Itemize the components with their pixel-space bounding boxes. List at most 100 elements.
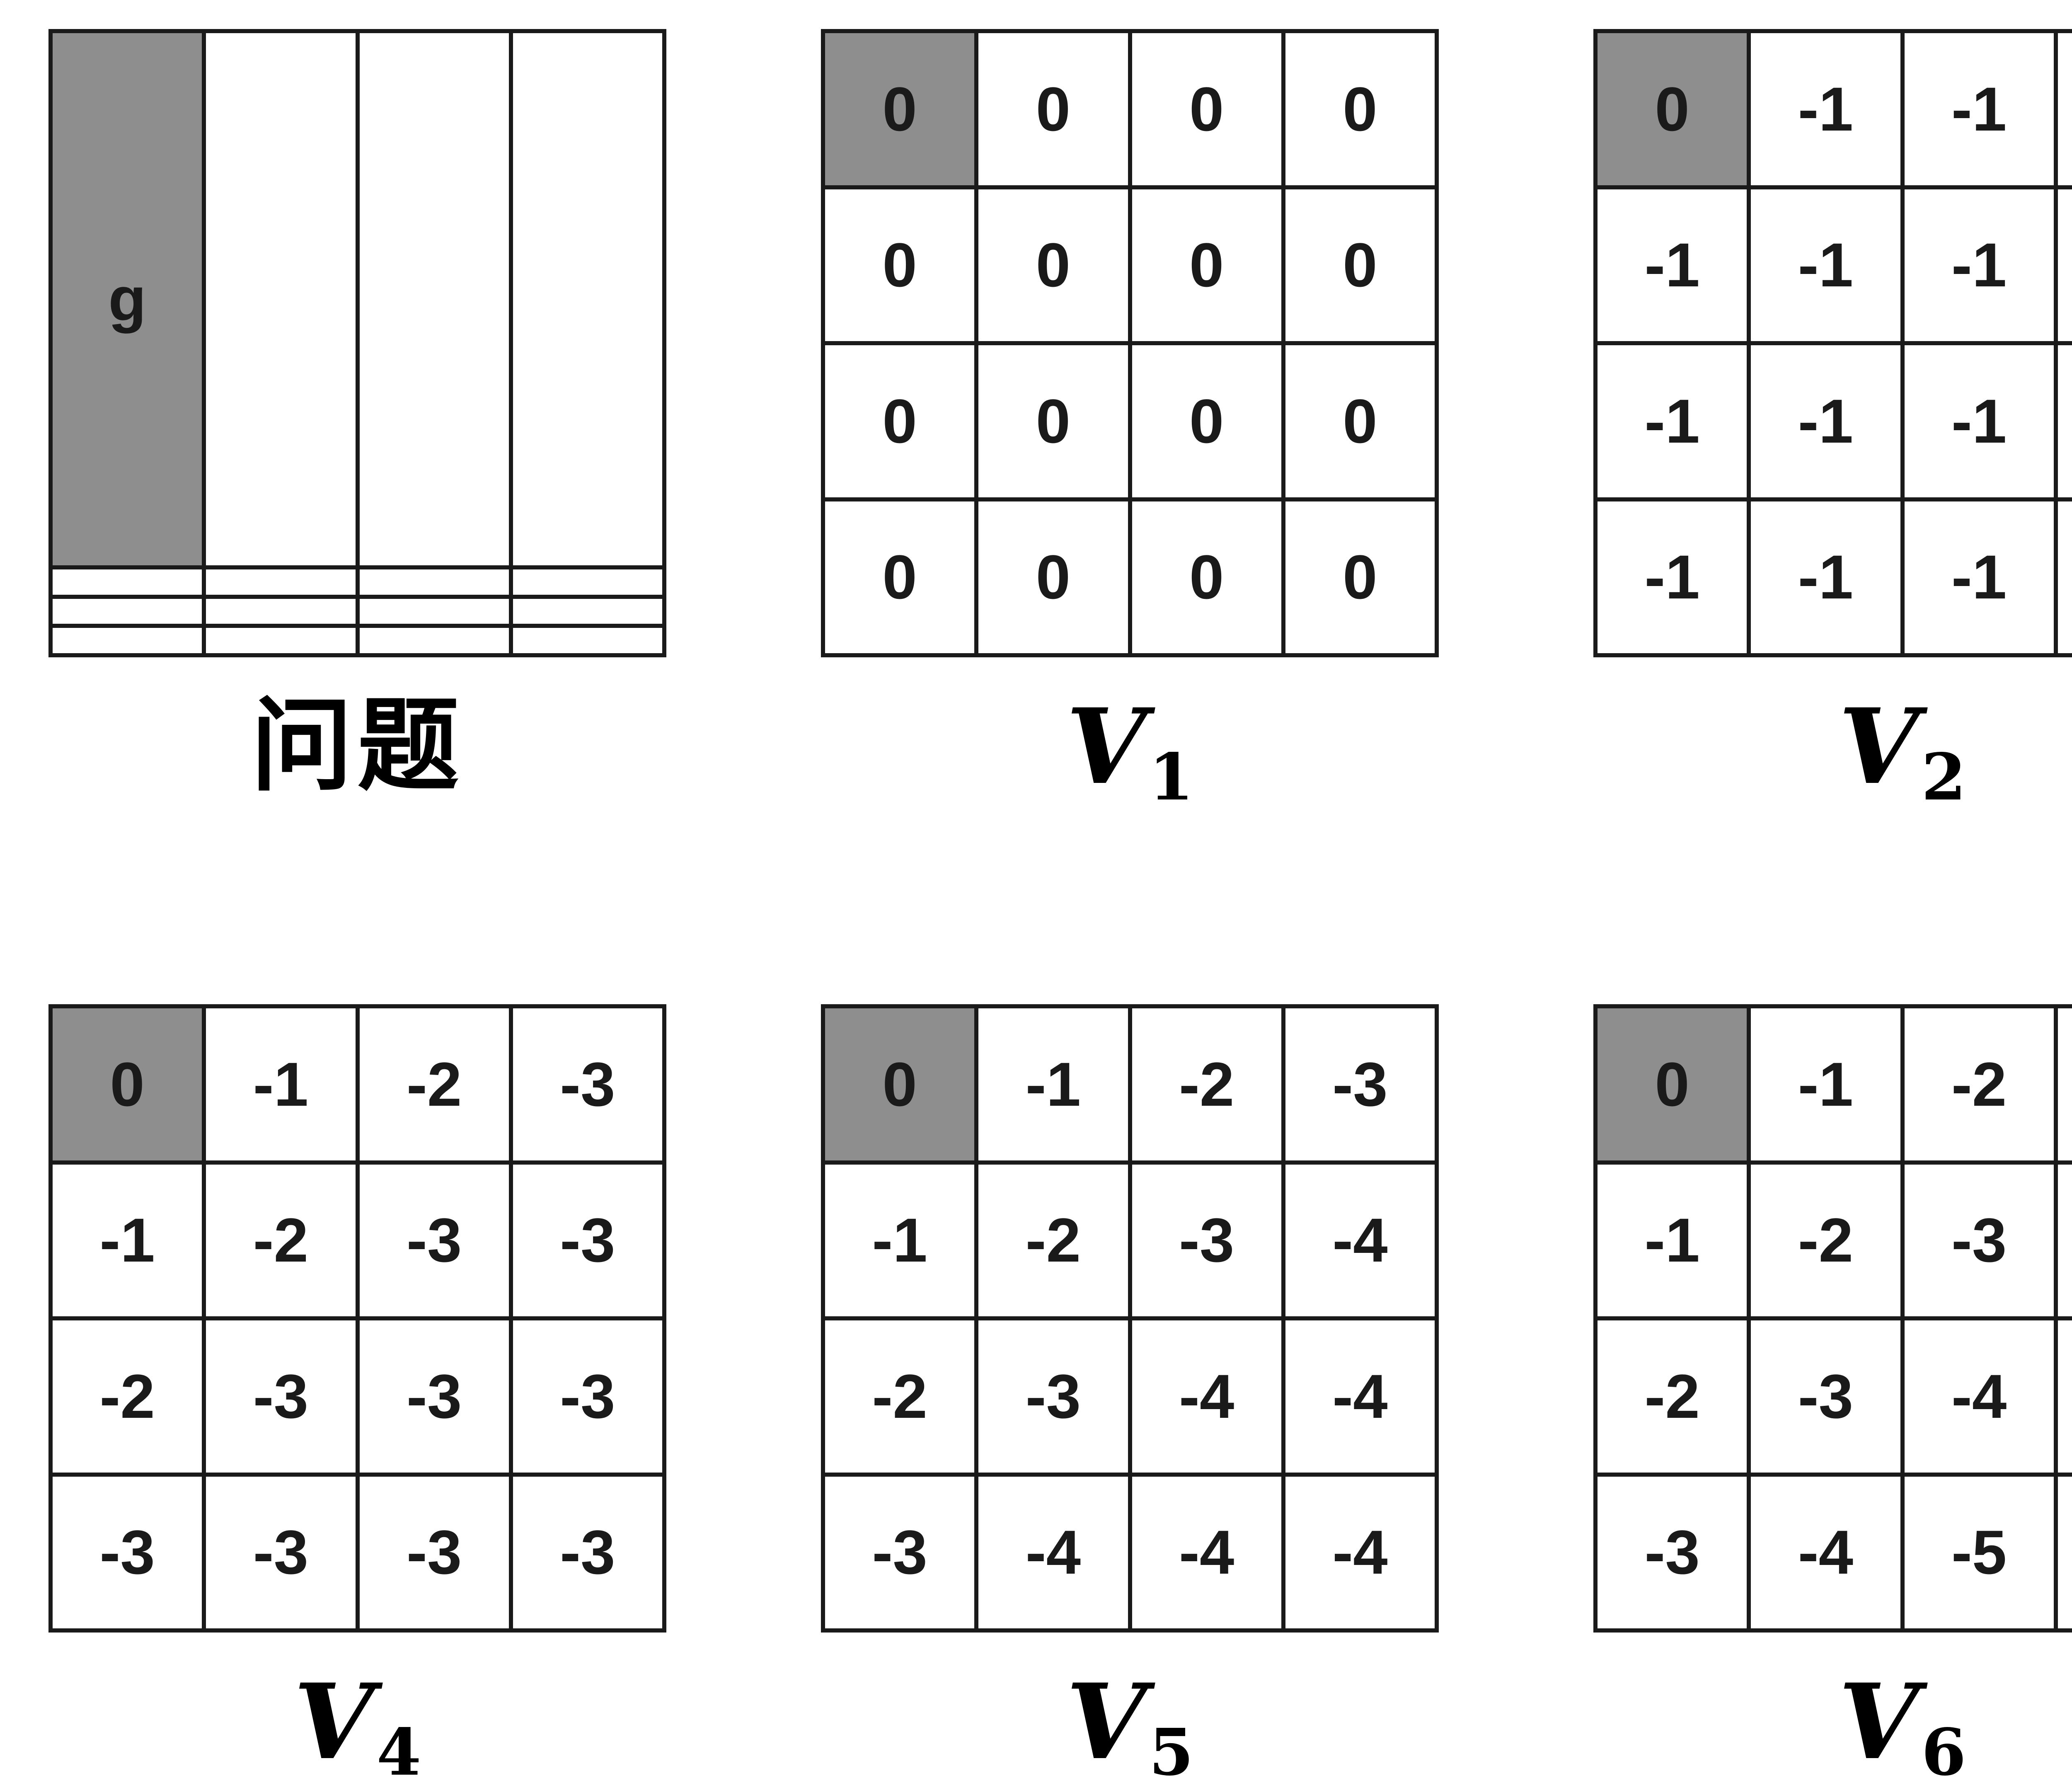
grid-cell: -2: [1900, 1004, 2058, 1165]
grid-cell: -2: [48, 1316, 206, 1477]
grid-cell: -4: [1281, 1472, 1439, 1633]
grid-cell: -1: [1900, 341, 2058, 501]
grid-cell: -1: [1747, 1004, 1905, 1165]
grid-row: -3-4-4-4: [821, 1472, 1439, 1633]
grid-row: -3-3-3-3: [48, 1472, 667, 1633]
grid-cell: -3: [1281, 1004, 1439, 1165]
grid-cell: -1: [1593, 341, 1751, 501]
figure-v2: 0-1-1-1-1-1-1-1-1-1-1-1-1-1-1-1V2: [1593, 29, 2072, 809]
grid-cell: 0: [1128, 29, 1285, 189]
grid-row: [48, 594, 667, 628]
value-grid-v4: 0-1-2-3-1-2-3-3-2-3-3-3-3-3-3-3: [48, 1004, 667, 1633]
grid-row: 0-1-2-3: [821, 1004, 1439, 1165]
figure-label-base: V: [1838, 1661, 1919, 1783]
figure-problem: g 问题: [48, 29, 667, 796]
grid-cell: -3: [974, 1316, 1132, 1477]
grid-cell: 0: [1281, 29, 1439, 189]
grid-row: [48, 565, 667, 599]
grid-cell: -3: [2053, 1004, 2072, 1165]
grid-cell: -1: [974, 1004, 1132, 1165]
grid-row: -1-2-3-4: [821, 1160, 1439, 1320]
grid-cell: [202, 565, 360, 599]
grid-row: -1-1-1-1: [1593, 497, 2072, 657]
value-grid-v6: 0-1-2-3-1-2-3-4-2-3-4-5-3-4-5-5: [1593, 1004, 2072, 1633]
grid-cell: -3: [508, 1472, 667, 1633]
grid-cell: 0: [821, 497, 979, 657]
grid-cell: [202, 624, 360, 657]
grid-row: 0-1-1-1: [1593, 29, 2072, 189]
figure-label-subscript: 6: [1921, 1714, 1966, 1790]
grid-cell: -1: [1747, 497, 1905, 657]
grid-cell: [508, 624, 667, 657]
grid-cell: -3: [508, 1004, 667, 1165]
grid-cell: -1: [202, 1004, 360, 1165]
goal-cell: g: [48, 29, 206, 569]
grid-row: 0-1-2-3: [1593, 1004, 2072, 1165]
figure-label-subscript: 1: [1149, 739, 1194, 815]
grid-cell: -5: [2053, 1316, 2072, 1477]
grid-cell: -1: [2053, 29, 2072, 189]
grid-cell: [48, 565, 206, 599]
figure-label-base: V: [1066, 685, 1147, 807]
value-grid-v2: 0-1-1-1-1-1-1-1-1-1-1-1-1-1-1-1: [1593, 29, 2072, 657]
grid-cell: -5: [2053, 1472, 2072, 1633]
grid-cell: 0: [821, 185, 979, 345]
grid-cell: -1: [1900, 185, 2058, 345]
value-grid-problem: g: [48, 29, 667, 657]
figure-label-subscript: 2: [1921, 739, 1966, 815]
grid-cell: 0: [974, 185, 1132, 345]
grid-cell: -1: [1593, 1160, 1751, 1320]
grid-cell: 0: [821, 341, 979, 501]
grid-cell: -2: [974, 1160, 1132, 1320]
grid-cell: -1: [1747, 185, 1905, 345]
grid-row: -1-1-1-1: [1593, 341, 2072, 501]
grid-cell: -1: [1900, 29, 2058, 189]
grid-cell: -3: [821, 1472, 979, 1633]
grid-cell: -3: [508, 1160, 667, 1320]
grid-cell: [508, 29, 667, 569]
grid-cell: [355, 624, 513, 657]
grid-row: -2-3-4-4: [821, 1316, 1439, 1477]
figure-label-subscript: 5: [1149, 1714, 1194, 1790]
grid-cell: -4: [974, 1472, 1132, 1633]
grid-cell: 0: [1281, 185, 1439, 345]
figure-label-base: V: [293, 1661, 374, 1783]
grid-cell: -1: [1747, 341, 1905, 501]
grid-cell: -3: [1128, 1160, 1285, 1320]
grid-cell: -3: [48, 1472, 206, 1633]
grid-cell: [202, 594, 360, 628]
grid-cell: [355, 565, 513, 599]
figure-label-base: V: [1838, 685, 1919, 807]
figure-label-base: V: [1066, 1661, 1147, 1783]
grid-cell: [508, 565, 667, 599]
grid-cell: -4: [2053, 1160, 2072, 1320]
grid-row: -2-3-4-5: [1593, 1316, 2072, 1477]
grid-cell: 0: [1128, 341, 1285, 501]
grid-cell: [508, 594, 667, 628]
grid-cell: -3: [355, 1316, 513, 1477]
grid-cell: -1: [48, 1160, 206, 1320]
grid-cell: -3: [202, 1472, 360, 1633]
figure-v6: 0-1-2-3-1-2-3-4-2-3-4-5-3-4-5-5V6: [1593, 1004, 2072, 1784]
figure-label-problem: 问题: [48, 682, 666, 796]
grid-row: 0-1-2-3: [48, 1004, 667, 1165]
grid-row: -1-2-3-4: [1593, 1160, 2072, 1320]
grid-row: -1-2-3-3: [48, 1160, 667, 1320]
grid-row: g: [48, 29, 667, 569]
grid-cell: -4: [1281, 1316, 1439, 1477]
grid-cell: -3: [1900, 1160, 2058, 1320]
grid-cell: -1: [1900, 497, 2058, 657]
grid-cell: -4: [1747, 1472, 1905, 1633]
goal-cell: 0: [821, 1004, 979, 1165]
goal-cell: 0: [1593, 29, 1751, 189]
grid-cell: -3: [355, 1472, 513, 1633]
